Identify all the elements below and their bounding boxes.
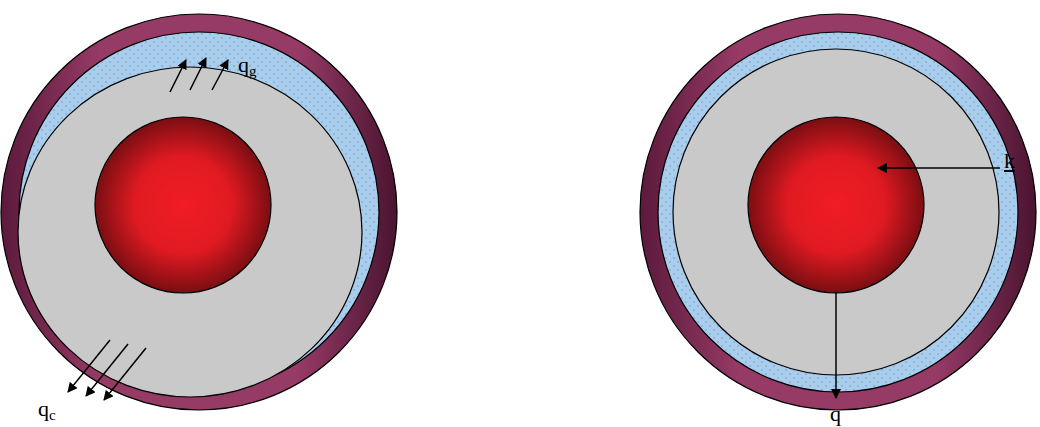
heat-flux-contact-label: qc	[38, 398, 56, 423]
heat-flux-label: q	[830, 403, 841, 425]
concentric-rod	[640, 14, 1036, 410]
heat-flux-gap-label: qg	[238, 54, 257, 79]
conductivity-label: k	[1004, 150, 1015, 172]
eccentric-rod	[1, 14, 397, 410]
